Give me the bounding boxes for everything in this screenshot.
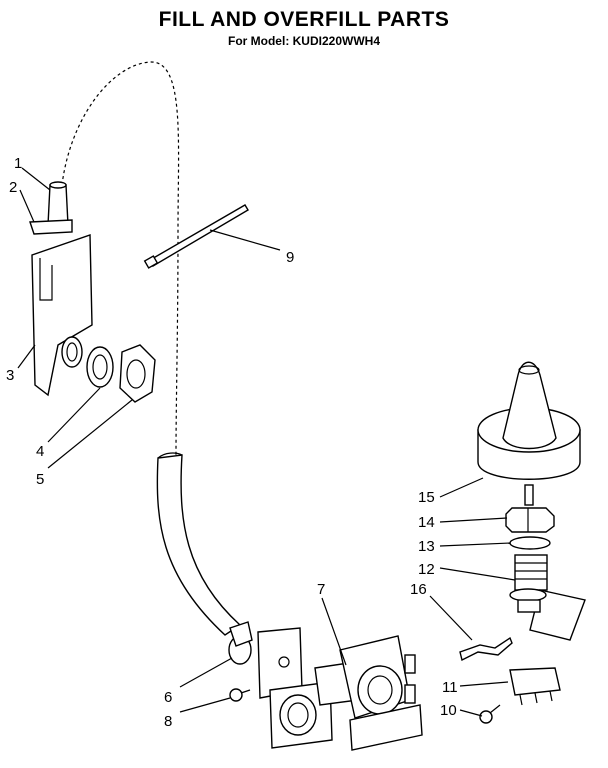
callout-9: 9 [286,249,294,266]
washer-4 [86,346,114,388]
inlet-bracket [31,234,93,397]
callout-12: 12 [418,561,435,578]
cable-tie [143,204,249,269]
screw-8 [229,688,251,702]
fill-hose-lower [156,452,242,636]
fill-hose-upper [61,61,180,456]
leader-lines [17,167,516,717]
diagram-title: FILL AND OVERFILL PARTS [158,8,450,31]
callout-14: 14 [418,514,435,531]
callout-4: 4 [36,443,44,460]
callout-11: 11 [442,679,458,696]
callout-5: 5 [36,471,44,488]
hose-fitting-6 [228,621,253,665]
screw-10 [479,704,501,724]
callout-8: 8 [164,713,172,730]
fill-valve-7 [257,627,423,751]
model-subtitle: For Model: KUDI220WWH4 [227,34,380,48]
callout-7: 7 [317,581,325,598]
callout-16: 16 [410,581,427,598]
callout-6: 6 [164,689,172,706]
callout-3: 3 [6,367,14,384]
switch-housing-12 [509,554,586,641]
callout-15: 15 [418,489,435,506]
float-15 [477,361,581,480]
vent-fitting [29,181,73,235]
callout-2: 2 [9,179,17,196]
nut-5 [119,344,156,403]
microswitch-11 [509,667,561,706]
callout-13: 13 [418,538,435,555]
callout-1: 1 [14,155,22,172]
lever-16 [459,636,513,662]
nut-14 [505,507,555,533]
washer-13 [509,536,551,550]
float-stem [524,484,534,506]
callout-10: 10 [440,702,457,719]
